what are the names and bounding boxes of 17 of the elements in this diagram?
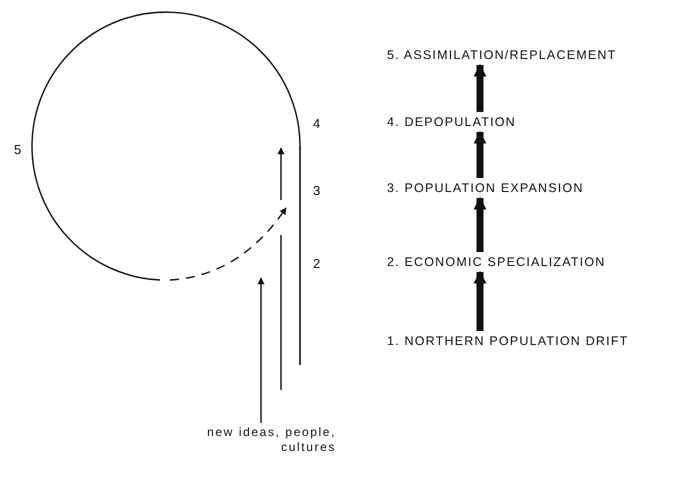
stage-label: 4. DEPOPULATION <box>387 114 516 130</box>
line <box>280 235 282 390</box>
stage-label: 5. ASSIMILATION/REPLACEMENT <box>387 47 616 63</box>
thick-arrow <box>474 64 486 112</box>
thick-arrow <box>474 196 486 252</box>
arrow <box>258 277 264 423</box>
stage-number: 5 <box>14 142 22 157</box>
annotation-text: new ideas, people, cultures <box>196 425 336 455</box>
stage-number: 3 <box>313 183 320 198</box>
stage-label: 3. POPULATION EXPANSION <box>387 180 584 196</box>
stage-number: 2 <box>313 256 320 271</box>
thick-arrow <box>474 130 486 178</box>
stage-label: 1. NORTHERN POPULATION DRIFT <box>387 333 628 349</box>
stage-number: 4 <box>313 116 320 131</box>
stage-label: 2. ECONOMIC SPECIALIZATION <box>387 254 606 270</box>
line <box>299 146 301 365</box>
thick-arrow <box>474 270 486 331</box>
